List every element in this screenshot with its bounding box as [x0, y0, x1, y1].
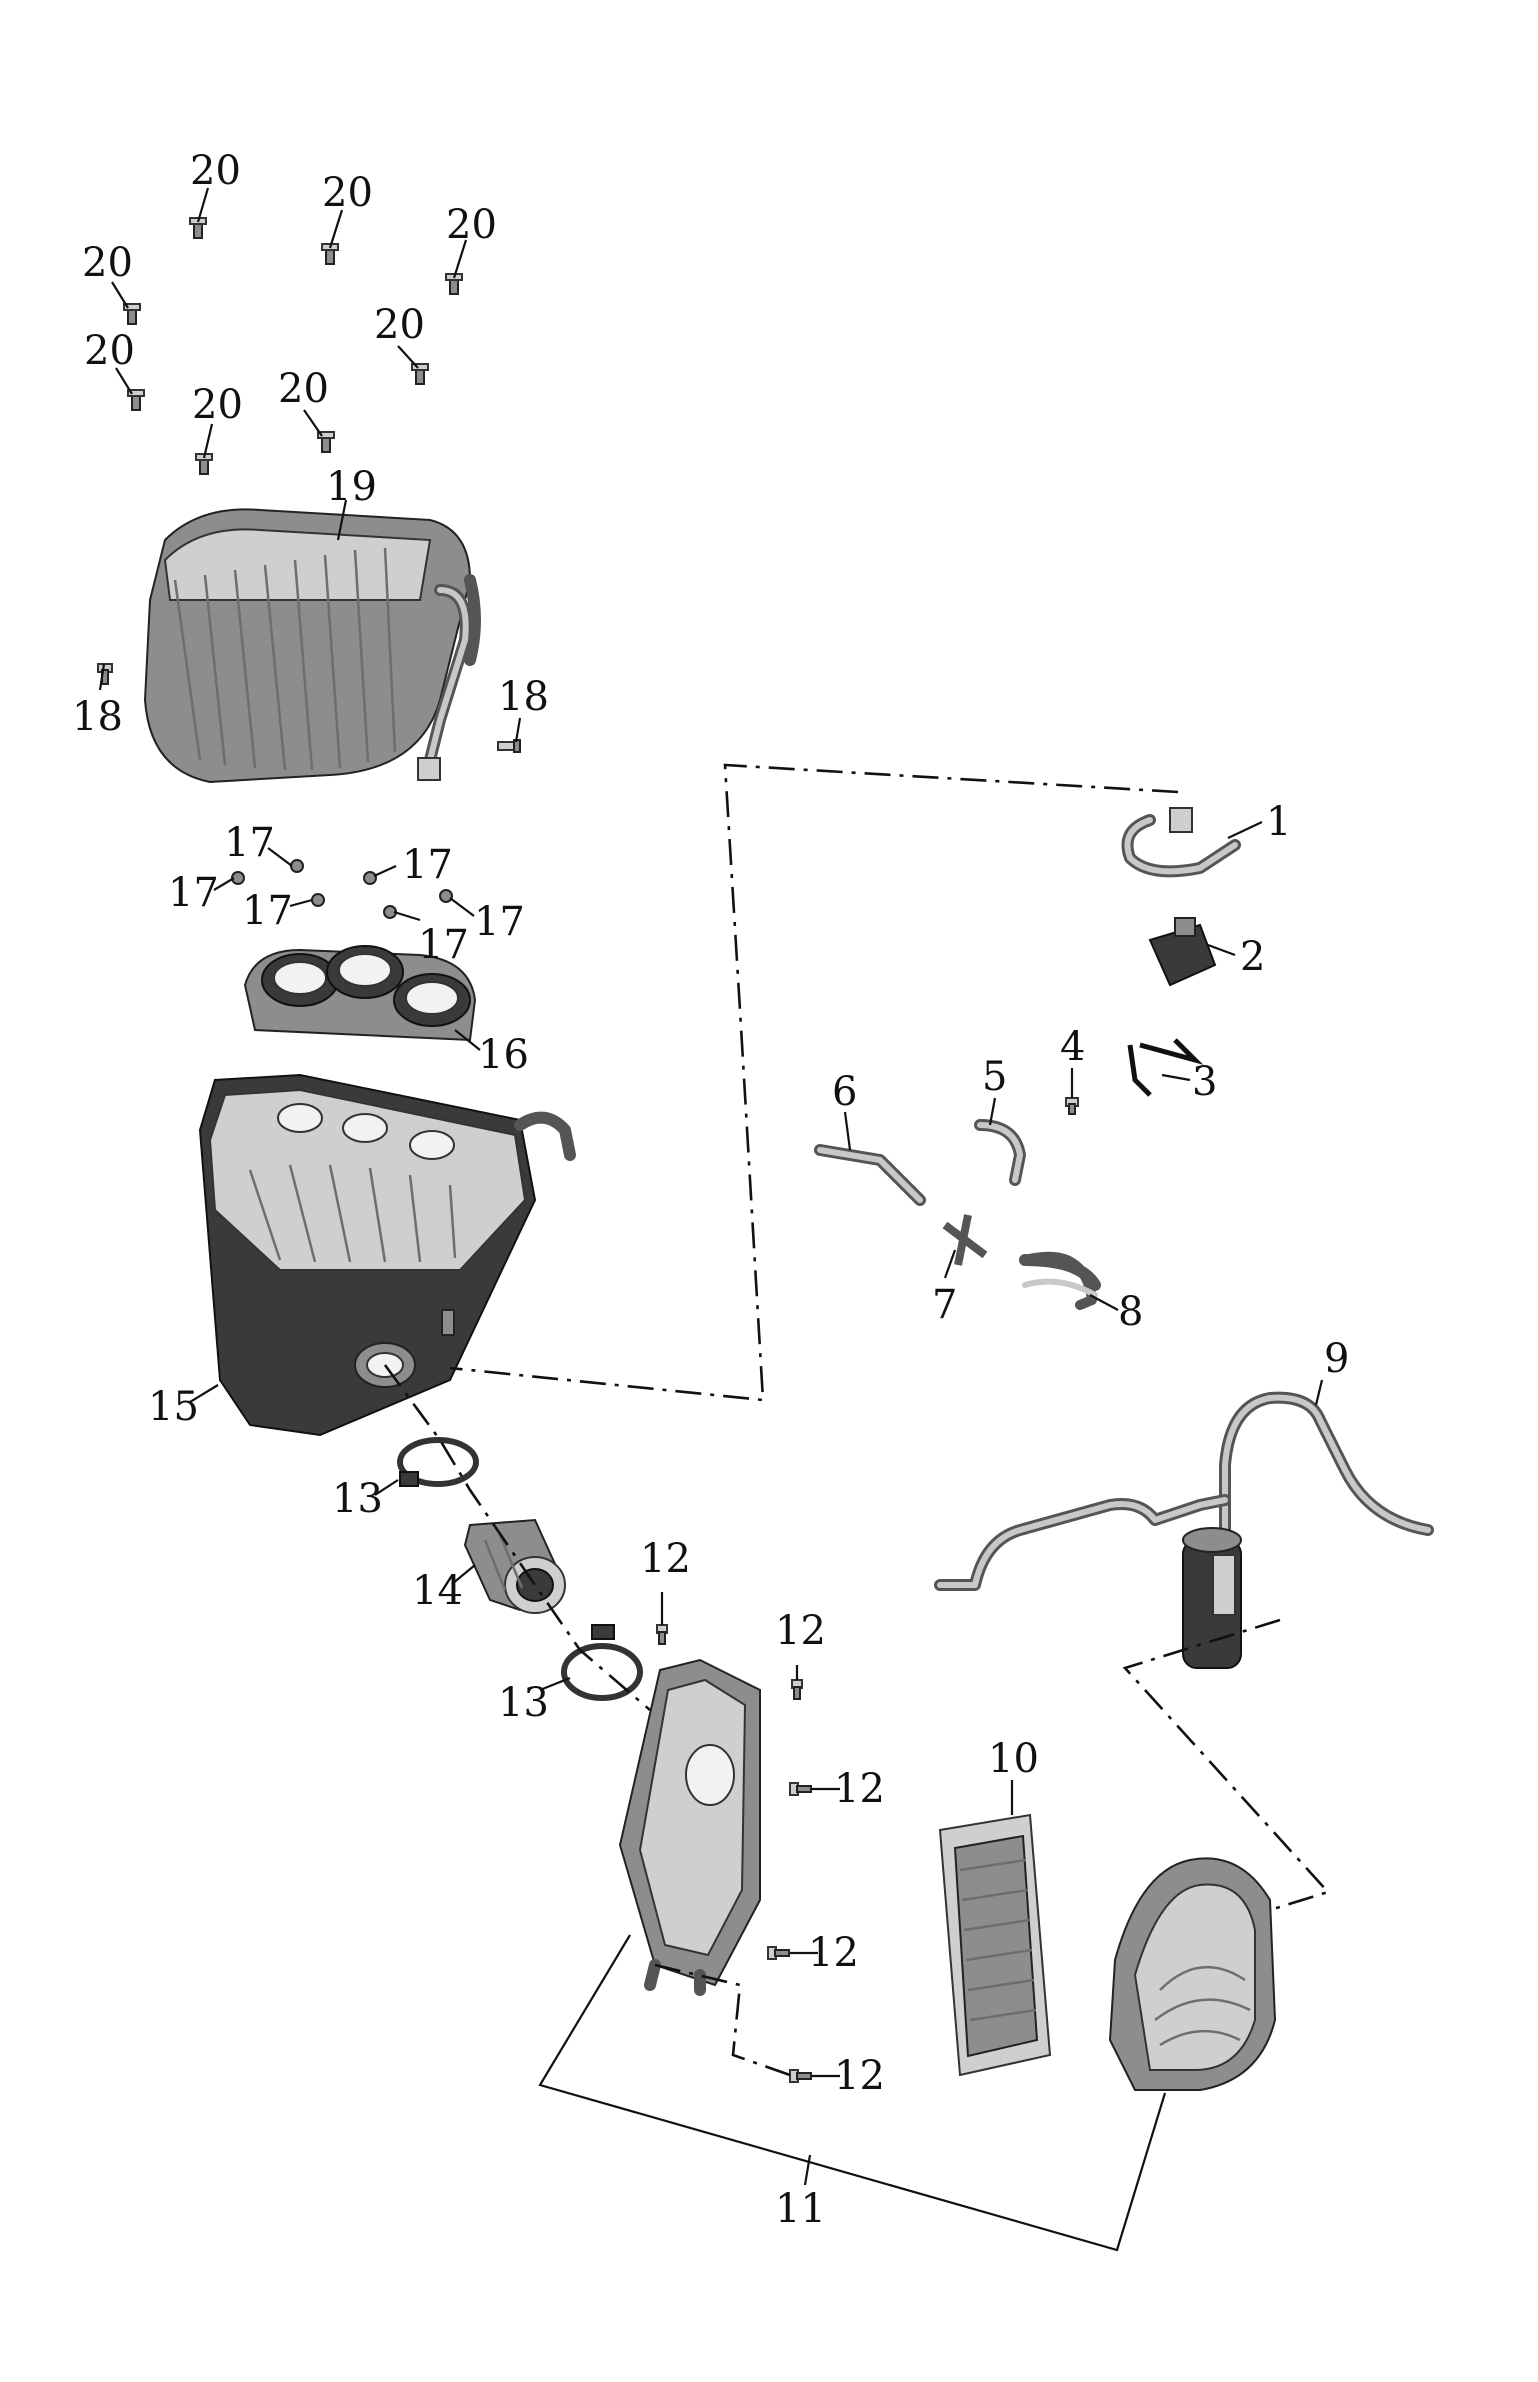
callout-12-a: 12: [640, 1536, 691, 1582]
screw-20: [123, 303, 141, 325]
callout-10: 10: [988, 1736, 1039, 1782]
callout-9: 9: [1324, 1336, 1349, 1382]
screw-20: [127, 389, 145, 411]
callout-1: 1: [1266, 799, 1291, 845]
screw-20: [411, 363, 429, 385]
callout-20-g: 20: [192, 382, 243, 428]
screw-20: [317, 431, 335, 453]
callout-14: 14: [412, 1568, 463, 1614]
callout-8: 8: [1118, 1289, 1143, 1335]
bolt-18-left: [97, 663, 113, 685]
air-filter-element-10: [938, 1813, 1052, 2077]
callout-3: 3: [1192, 1059, 1217, 1105]
callout-17-d: 17: [402, 842, 453, 888]
bracket-3: [1127, 1038, 1204, 1097]
connection-lines: [383, 763, 1331, 2077]
callout-15: 15: [148, 1384, 199, 1430]
callout-20-h: 20: [278, 366, 329, 412]
callout-20-c: 20: [446, 202, 497, 248]
bolt-set-12: [656, 1624, 812, 2083]
callout-17-c: 17: [242, 888, 293, 934]
valve-2: [1148, 917, 1217, 987]
bolt-18-right: [497, 739, 521, 753]
callout-16: 16: [478, 1032, 529, 1078]
callout-17-a: 17: [224, 820, 275, 866]
hose-6: [814, 1144, 926, 1206]
callout-19: 19: [326, 464, 377, 510]
callout-12-c: 12: [834, 1766, 885, 1812]
callout-7: 7: [932, 1282, 957, 1328]
callout-17-e: 17: [418, 922, 469, 968]
bolt-set-17: [231, 859, 453, 919]
airbox-cover-19: [143, 508, 481, 784]
callout-20-b: 20: [322, 170, 373, 216]
filter-housing-inner-11: [618, 1658, 761, 1996]
bolt-4: [1065, 1097, 1079, 1115]
callout-20-a: 20: [190, 148, 241, 194]
callout-5: 5: [982, 1054, 1007, 1100]
callout-4: 4: [1060, 1024, 1085, 1070]
callout-20-f: 20: [84, 328, 135, 374]
callout-20-e: 20: [374, 302, 425, 348]
callout-17-b: 17: [168, 870, 219, 916]
tee-fitting-7: [942, 1214, 988, 1266]
callout-12-d: 12: [808, 1930, 859, 1976]
hose-clamp-13-lower: [561, 1624, 643, 1701]
callout-6: 6: [832, 1069, 857, 1115]
leader-lines: [98, 187, 1324, 2078]
callout-labels: 1 2 3 4 5 6 7 8 9 10 11 12 12 12 12 12 1…: [72, 148, 1349, 2232]
callout-11: 11: [775, 2186, 826, 2232]
intake-plate-16: [243, 945, 477, 1042]
elbow-hose-5: [974, 1119, 1026, 1186]
callout-12-b: 12: [775, 1608, 826, 1654]
callout-18-a: 18: [72, 694, 123, 740]
filter-housing-outer-11: [1108, 1857, 1277, 2091]
callout-12-e: 12: [834, 2053, 885, 2099]
callout-2: 2: [1240, 934, 1265, 980]
callout-20-d: 20: [82, 240, 133, 286]
airbox-lower-15: [198, 1073, 576, 1437]
callout-13-a: 13: [332, 1476, 383, 1522]
intake-duct-14: [463, 1518, 566, 1614]
callout-13-b: 13: [498, 1680, 549, 1726]
elbow-hose-8: [1019, 1251, 1101, 1310]
elbow-hose-1: [1121, 807, 1241, 878]
callout-18-b: 18: [498, 674, 549, 720]
breather-hose-9: [934, 1391, 1434, 1669]
callout-17-f: 17: [474, 899, 525, 945]
hose-clamp-13-upper: [397, 1437, 479, 1487]
assembly-bracket-11: [538, 1934, 1167, 2252]
